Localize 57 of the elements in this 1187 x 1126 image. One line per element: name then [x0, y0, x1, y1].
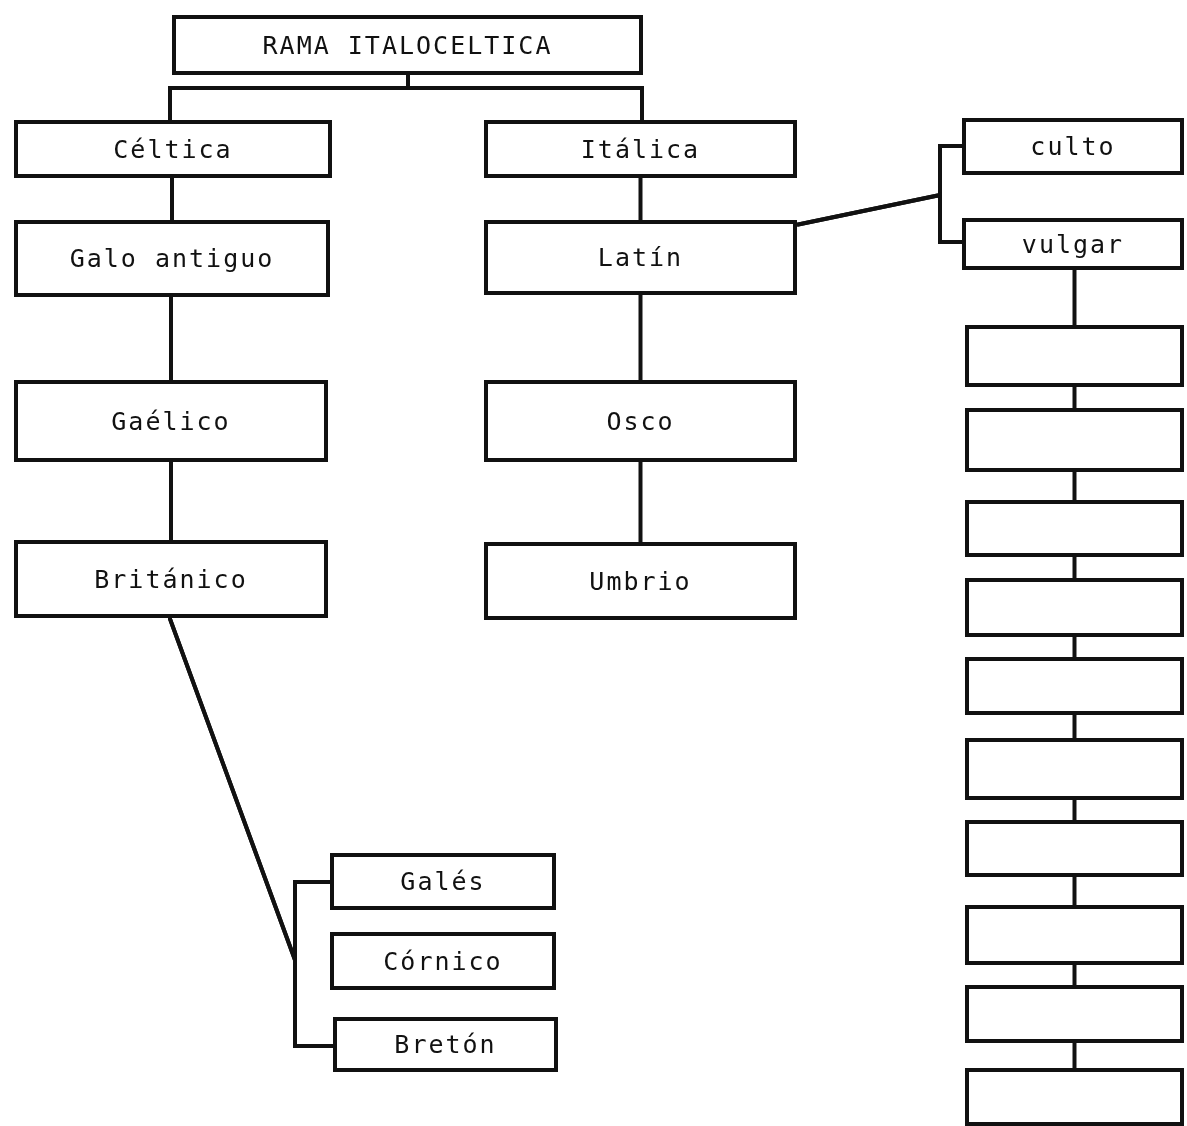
connector-line	[1072, 557, 1077, 578]
language-name: Itálica	[580, 134, 701, 164]
language-name: Umbrio	[589, 566, 692, 596]
empty-box	[965, 738, 1184, 800]
connector-line	[170, 178, 174, 220]
empty-box	[965, 408, 1184, 472]
empty-box	[965, 820, 1184, 877]
connector-line	[1072, 270, 1077, 325]
connector-line	[1072, 877, 1077, 905]
language-box	[333, 1017, 558, 1072]
connector-line	[1072, 800, 1077, 820]
language-box	[962, 218, 1184, 270]
language-name: Gaélico	[111, 406, 231, 436]
language-box	[14, 120, 332, 178]
language-name: Bretón	[394, 1030, 497, 1059]
connector-line	[638, 462, 643, 542]
language-box	[484, 542, 797, 620]
language-box	[330, 932, 556, 990]
language-box	[484, 220, 797, 295]
language-box	[484, 380, 797, 462]
language-name: Céltica	[113, 134, 233, 164]
language-box	[484, 120, 797, 178]
language-name: Británico	[94, 564, 248, 594]
empty-box	[965, 325, 1184, 387]
connector-line	[638, 295, 643, 380]
language-name: Córnico	[383, 946, 503, 976]
connector-line	[1072, 472, 1077, 500]
language-name: Osco	[606, 406, 675, 436]
connector-line	[1072, 637, 1077, 657]
language-name: vulgar	[1021, 229, 1125, 259]
empty-box	[965, 905, 1184, 965]
connector-line	[169, 462, 173, 540]
connector-line	[796, 192, 962, 244]
empty-box	[965, 500, 1184, 557]
connector-line	[169, 297, 173, 380]
language-name: culto	[1030, 132, 1116, 161]
connector-line	[1072, 965, 1077, 985]
connector-line	[638, 178, 643, 220]
language-name: RAMA ITALOCELTICA	[262, 30, 553, 60]
empty-box	[965, 657, 1184, 715]
language-name: Latín	[597, 243, 684, 272]
connector-line	[168, 617, 333, 1048]
connector-line	[406, 75, 644, 120]
language-box	[14, 380, 328, 462]
empty-box	[965, 1068, 1184, 1126]
language-name: Galo antiguo	[69, 244, 275, 273]
language-name: Galés	[400, 867, 486, 896]
language-box	[172, 15, 643, 75]
empty-box	[965, 985, 1184, 1043]
language-box	[14, 220, 330, 297]
connector-line	[1072, 387, 1077, 408]
connector-line	[1072, 715, 1077, 738]
language-box	[962, 118, 1184, 175]
empty-box	[965, 578, 1184, 637]
language-box	[330, 853, 556, 910]
language-box	[14, 540, 328, 618]
connector-line	[1072, 1043, 1077, 1068]
